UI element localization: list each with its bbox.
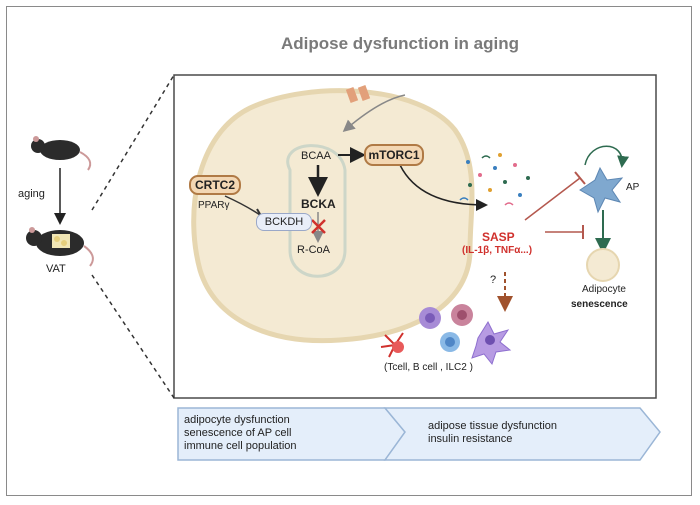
adipocyte-cell <box>191 88 475 344</box>
crtc2-box: CRTC2 <box>189 175 241 195</box>
senescence-label: senescence <box>571 299 628 310</box>
mtorc1-to-sasp-arrow <box>399 164 488 211</box>
sasp-particles-icon <box>459 153 530 206</box>
flow-step-2-line-2: insulin resistance <box>428 433 513 445</box>
flow-step-1-line-2: senescence of AP cell <box>184 427 292 439</box>
flow-step-1-text: adipocyte dysfunction senescence of AP c… <box>184 414 297 453</box>
small-adipocyte-icon <box>586 248 620 282</box>
flow-step-2-line-1: adipose tissue dysfunction <box>428 420 558 432</box>
mitochondrion <box>286 144 347 278</box>
mouse-aged-icon <box>26 227 94 267</box>
vat-label: VAT <box>46 263 66 275</box>
flow-step-1-line-1: adipocyte dysfunction <box>184 414 290 426</box>
bcka-label: BCKA <box>301 197 336 211</box>
aging-label: aging <box>18 188 45 200</box>
block-x-icon <box>311 219 326 234</box>
flow-step-2 <box>383 407 661 461</box>
ap-label: AP <box>626 182 640 193</box>
ppar-label: PPARγ <box>198 200 230 211</box>
flow-step-2-text: adipose tissue dysfunction insulin resis… <box>428 420 557 446</box>
bcaa-label: BCAA <box>301 150 331 162</box>
sasp-inhibit-ap <box>524 177 581 221</box>
zoom-line-top <box>91 74 175 211</box>
bcaa-transporter-icon <box>345 85 371 103</box>
flow-step-1-line-3: immune cell population <box>184 440 297 452</box>
mtorc1-box: mTORC1 <box>364 144 424 166</box>
bckdh-box: BCKDH <box>256 213 312 231</box>
sasp-label: SASP <box>482 230 515 244</box>
ap-self-renewal-arrow <box>584 145 630 168</box>
figure-title: Adipose dysfunction in aging <box>281 34 519 53</box>
adipocyte-label: Adipocyte <box>582 284 626 295</box>
crtc2-inhibit-bckdh <box>224 195 261 216</box>
question-label: ? <box>490 274 497 286</box>
uptake-arrow <box>342 94 406 132</box>
immune-cells-label: (Tcell, B cell , ILC2 ) <box>384 362 473 373</box>
mouse-young-icon <box>31 136 92 171</box>
zoom-line-bottom <box>91 274 175 399</box>
rcoa-label: R-CoA <box>297 244 331 256</box>
ap-cell-icon <box>579 166 624 214</box>
sasp-cytokines-label: (IL-1β, TNFα...) <box>462 245 533 256</box>
immune-cells-icon <box>380 304 512 366</box>
